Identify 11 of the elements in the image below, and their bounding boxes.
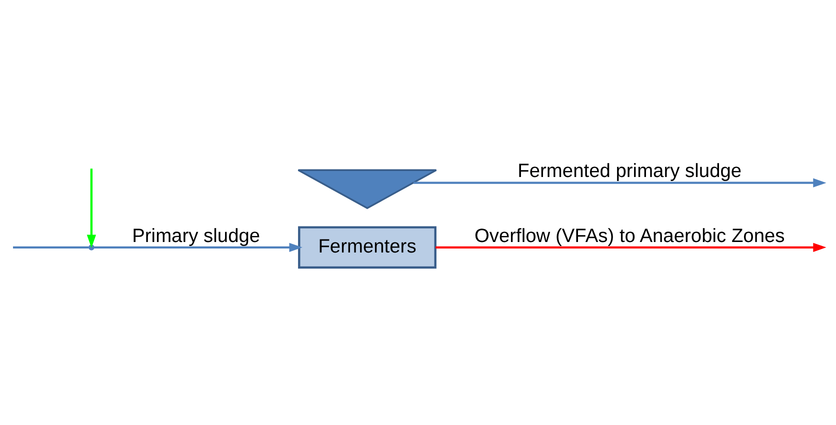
connector [13, 246, 89, 249]
arrow [86, 168, 96, 248]
edge-label: Overflow (VFAs) to Anaerobic Zones [474, 226, 785, 247]
arrow [413, 178, 826, 188]
edge-label: Fermented primary sludge [518, 161, 742, 182]
arrow [94, 242, 302, 252]
node-triangle [297, 169, 438, 210]
node-point [88, 244, 94, 250]
arrow [436, 242, 826, 252]
edge-label: Primary sludge [132, 226, 260, 247]
node-box: Fermenters [298, 226, 436, 269]
